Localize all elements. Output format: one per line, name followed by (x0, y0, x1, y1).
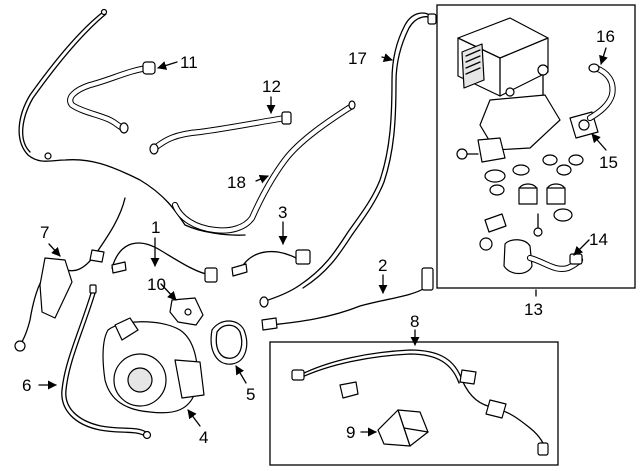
line-6 (61, 284, 152, 440)
sensor-2 (261, 267, 434, 331)
callout-6: 6 (22, 376, 31, 395)
tube-17 (259, 12, 437, 308)
valve-15 (569, 111, 599, 139)
callout-12: 12 (262, 77, 281, 96)
leader-lines (38, 47, 608, 437)
hose-7 (14, 197, 126, 352)
tube-18 (171, 100, 356, 234)
callout-17: 17 (348, 49, 367, 68)
callout-7: 7 (40, 223, 49, 242)
callout-11: 11 (180, 53, 198, 72)
hose-16 (586, 63, 616, 122)
callout-18: 18 (227, 173, 246, 192)
canister-13 (457, 17, 549, 97)
callout-5: 5 (246, 385, 255, 404)
vent-tube-upper (18, 8, 246, 236)
detail-box-harness (269, 341, 559, 466)
callout-1: 1 (151, 218, 160, 237)
mount-bushings (479, 154, 584, 251)
callout-14: 14 (589, 230, 608, 249)
hose-12 (149, 111, 292, 155)
callout-10: 10 (147, 275, 166, 294)
module-9 (377, 409, 429, 447)
callout-4: 4 (199, 428, 208, 447)
gasket-5 (210, 320, 248, 365)
pump-4 (102, 317, 205, 414)
sensor-10 (169, 297, 204, 326)
canister-bracket (456, 64, 561, 163)
callout-2: 2 (378, 256, 387, 275)
detail-box-canister (436, 4, 636, 289)
callout-16: 16 (596, 27, 615, 46)
harness-8 (291, 349, 549, 456)
sensor-1 (111, 242, 218, 283)
callout-15: 15 (599, 153, 618, 172)
callout-9: 9 (346, 423, 355, 442)
hose-14 (503, 239, 584, 275)
hose-11 (67, 61, 156, 134)
callout-8: 8 (410, 312, 419, 331)
callout-13: 13 (524, 300, 543, 319)
callout-3: 3 (278, 203, 287, 222)
sensor-3 (231, 249, 311, 277)
